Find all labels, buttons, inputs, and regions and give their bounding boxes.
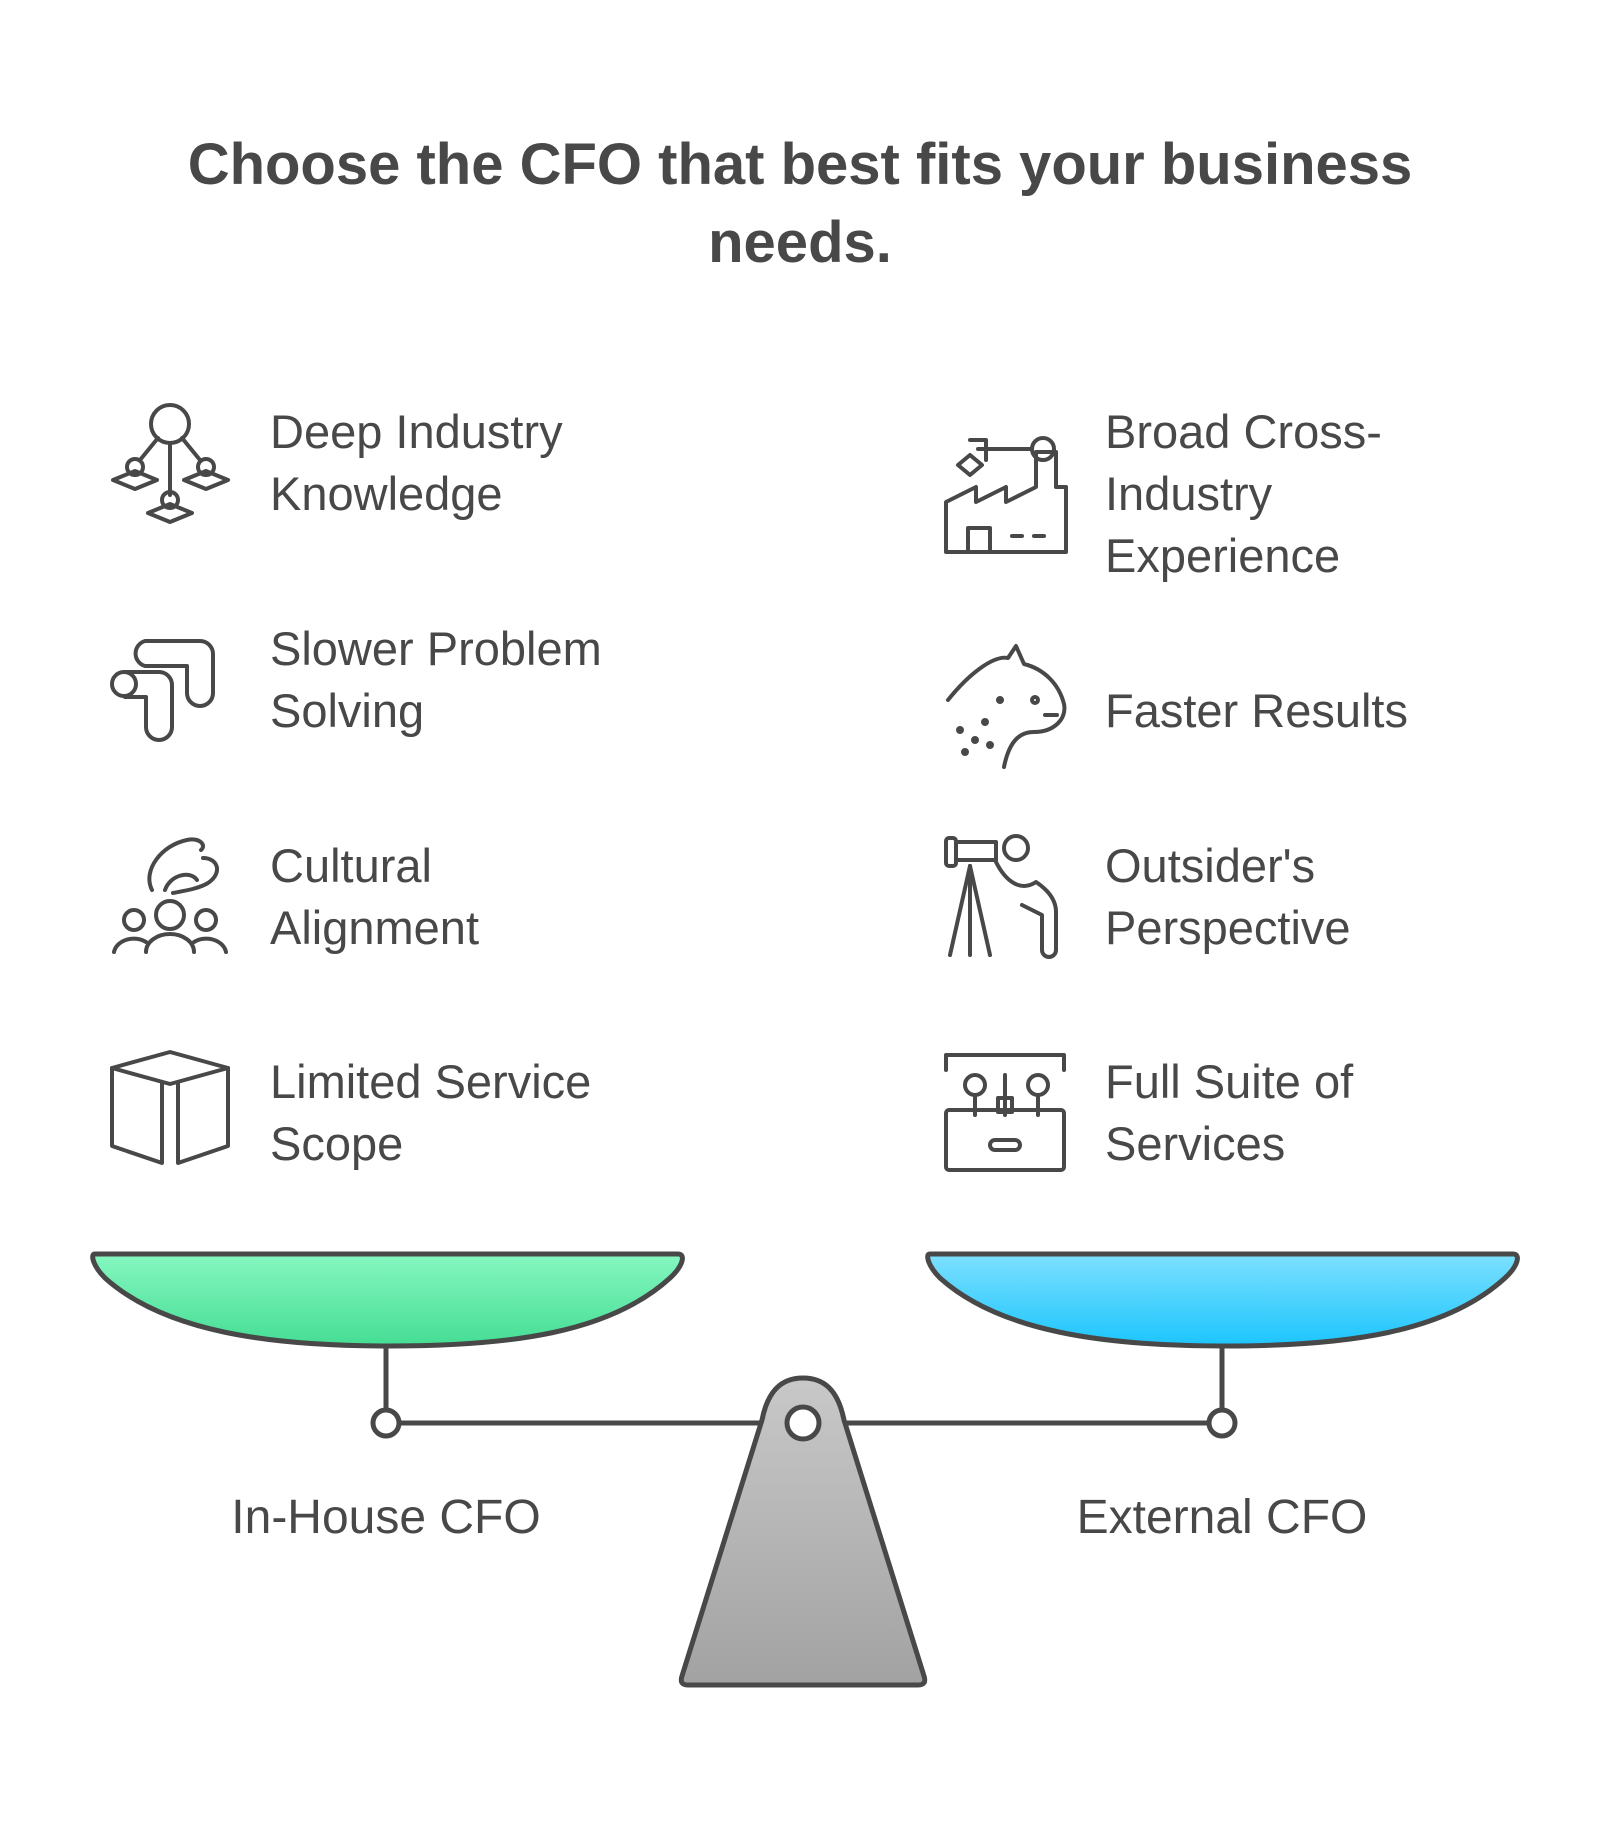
label-external-cfo: External CFO [1077, 1491, 1368, 1544]
left-pan [90, 1251, 685, 1349]
page-title-line2: needs. [708, 210, 892, 275]
knowledge-network-icon [111, 403, 230, 524]
fulcrum [678, 1375, 928, 1688]
balance-scale [90, 1251, 1520, 1688]
page-title-line1: Choose the CFO that best fits your busin… [188, 132, 1413, 197]
right-pan [925, 1251, 1520, 1349]
team-hand-icon [112, 837, 228, 954]
toolbox-icon [944, 1053, 1066, 1172]
box-icon [110, 1050, 230, 1165]
telescope-person-icon [944, 834, 1058, 959]
item-faster-results: Faster Results [1105, 684, 1408, 737]
cheetah-icon [946, 644, 1067, 769]
factory-robot-arm-icon [944, 436, 1068, 554]
winding-path-icon [110, 639, 215, 742]
label-in-house-cfo: In-House CFO [231, 1491, 540, 1544]
